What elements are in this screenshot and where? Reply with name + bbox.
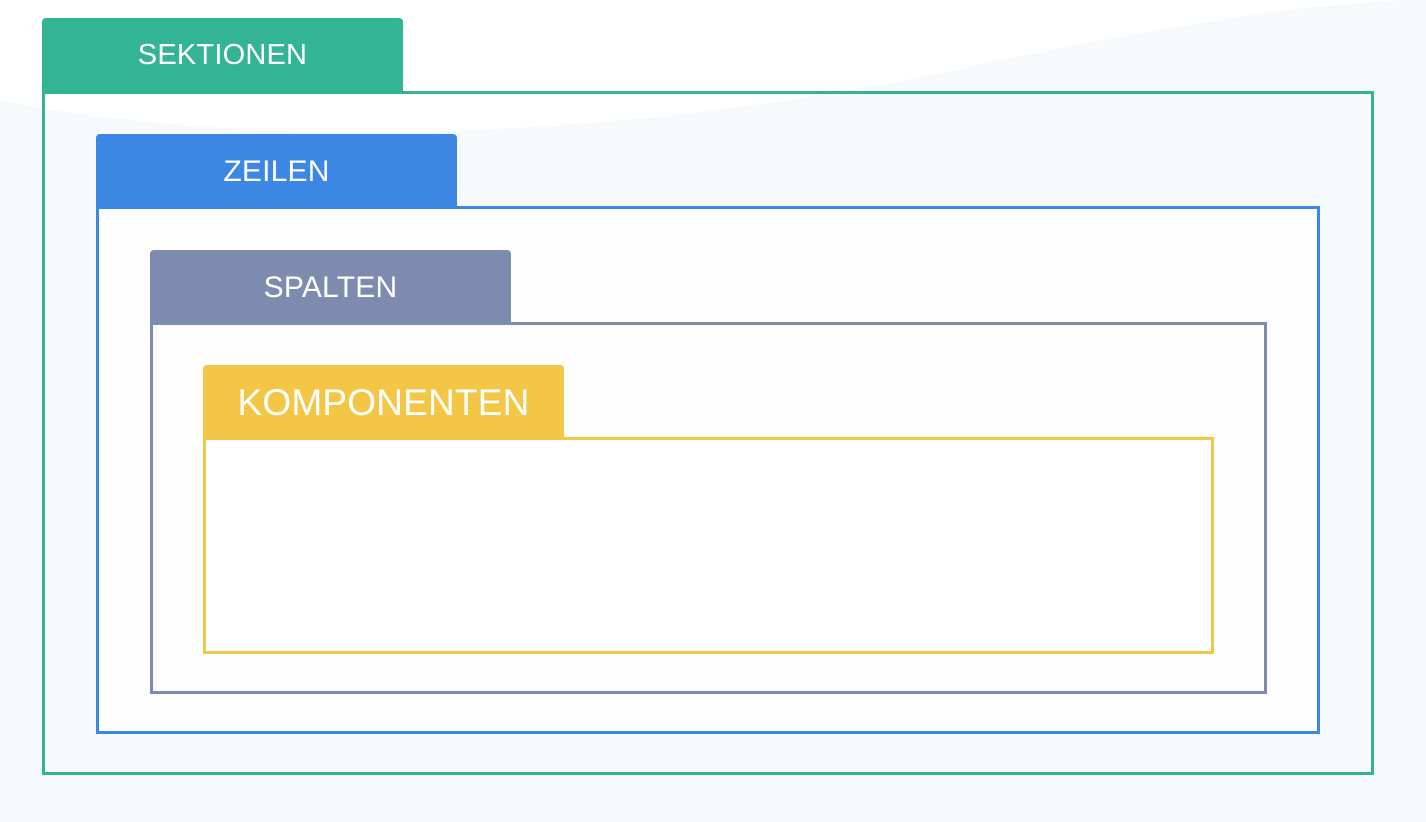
section-box [42, 91, 1374, 775]
component-label: KOMPONENTEN [237, 381, 530, 423]
component-box [203, 437, 1214, 654]
column-tab: SPALTEN [150, 250, 511, 325]
component-tab: KOMPONENTEN [203, 365, 564, 440]
row-label: ZEILEN [223, 154, 330, 188]
row-tab: ZEILEN [96, 134, 457, 209]
column-label: SPALTEN [263, 270, 398, 304]
section-label: SEKTIONEN [137, 39, 308, 71]
section-tab: SEKTIONEN [42, 18, 403, 93]
